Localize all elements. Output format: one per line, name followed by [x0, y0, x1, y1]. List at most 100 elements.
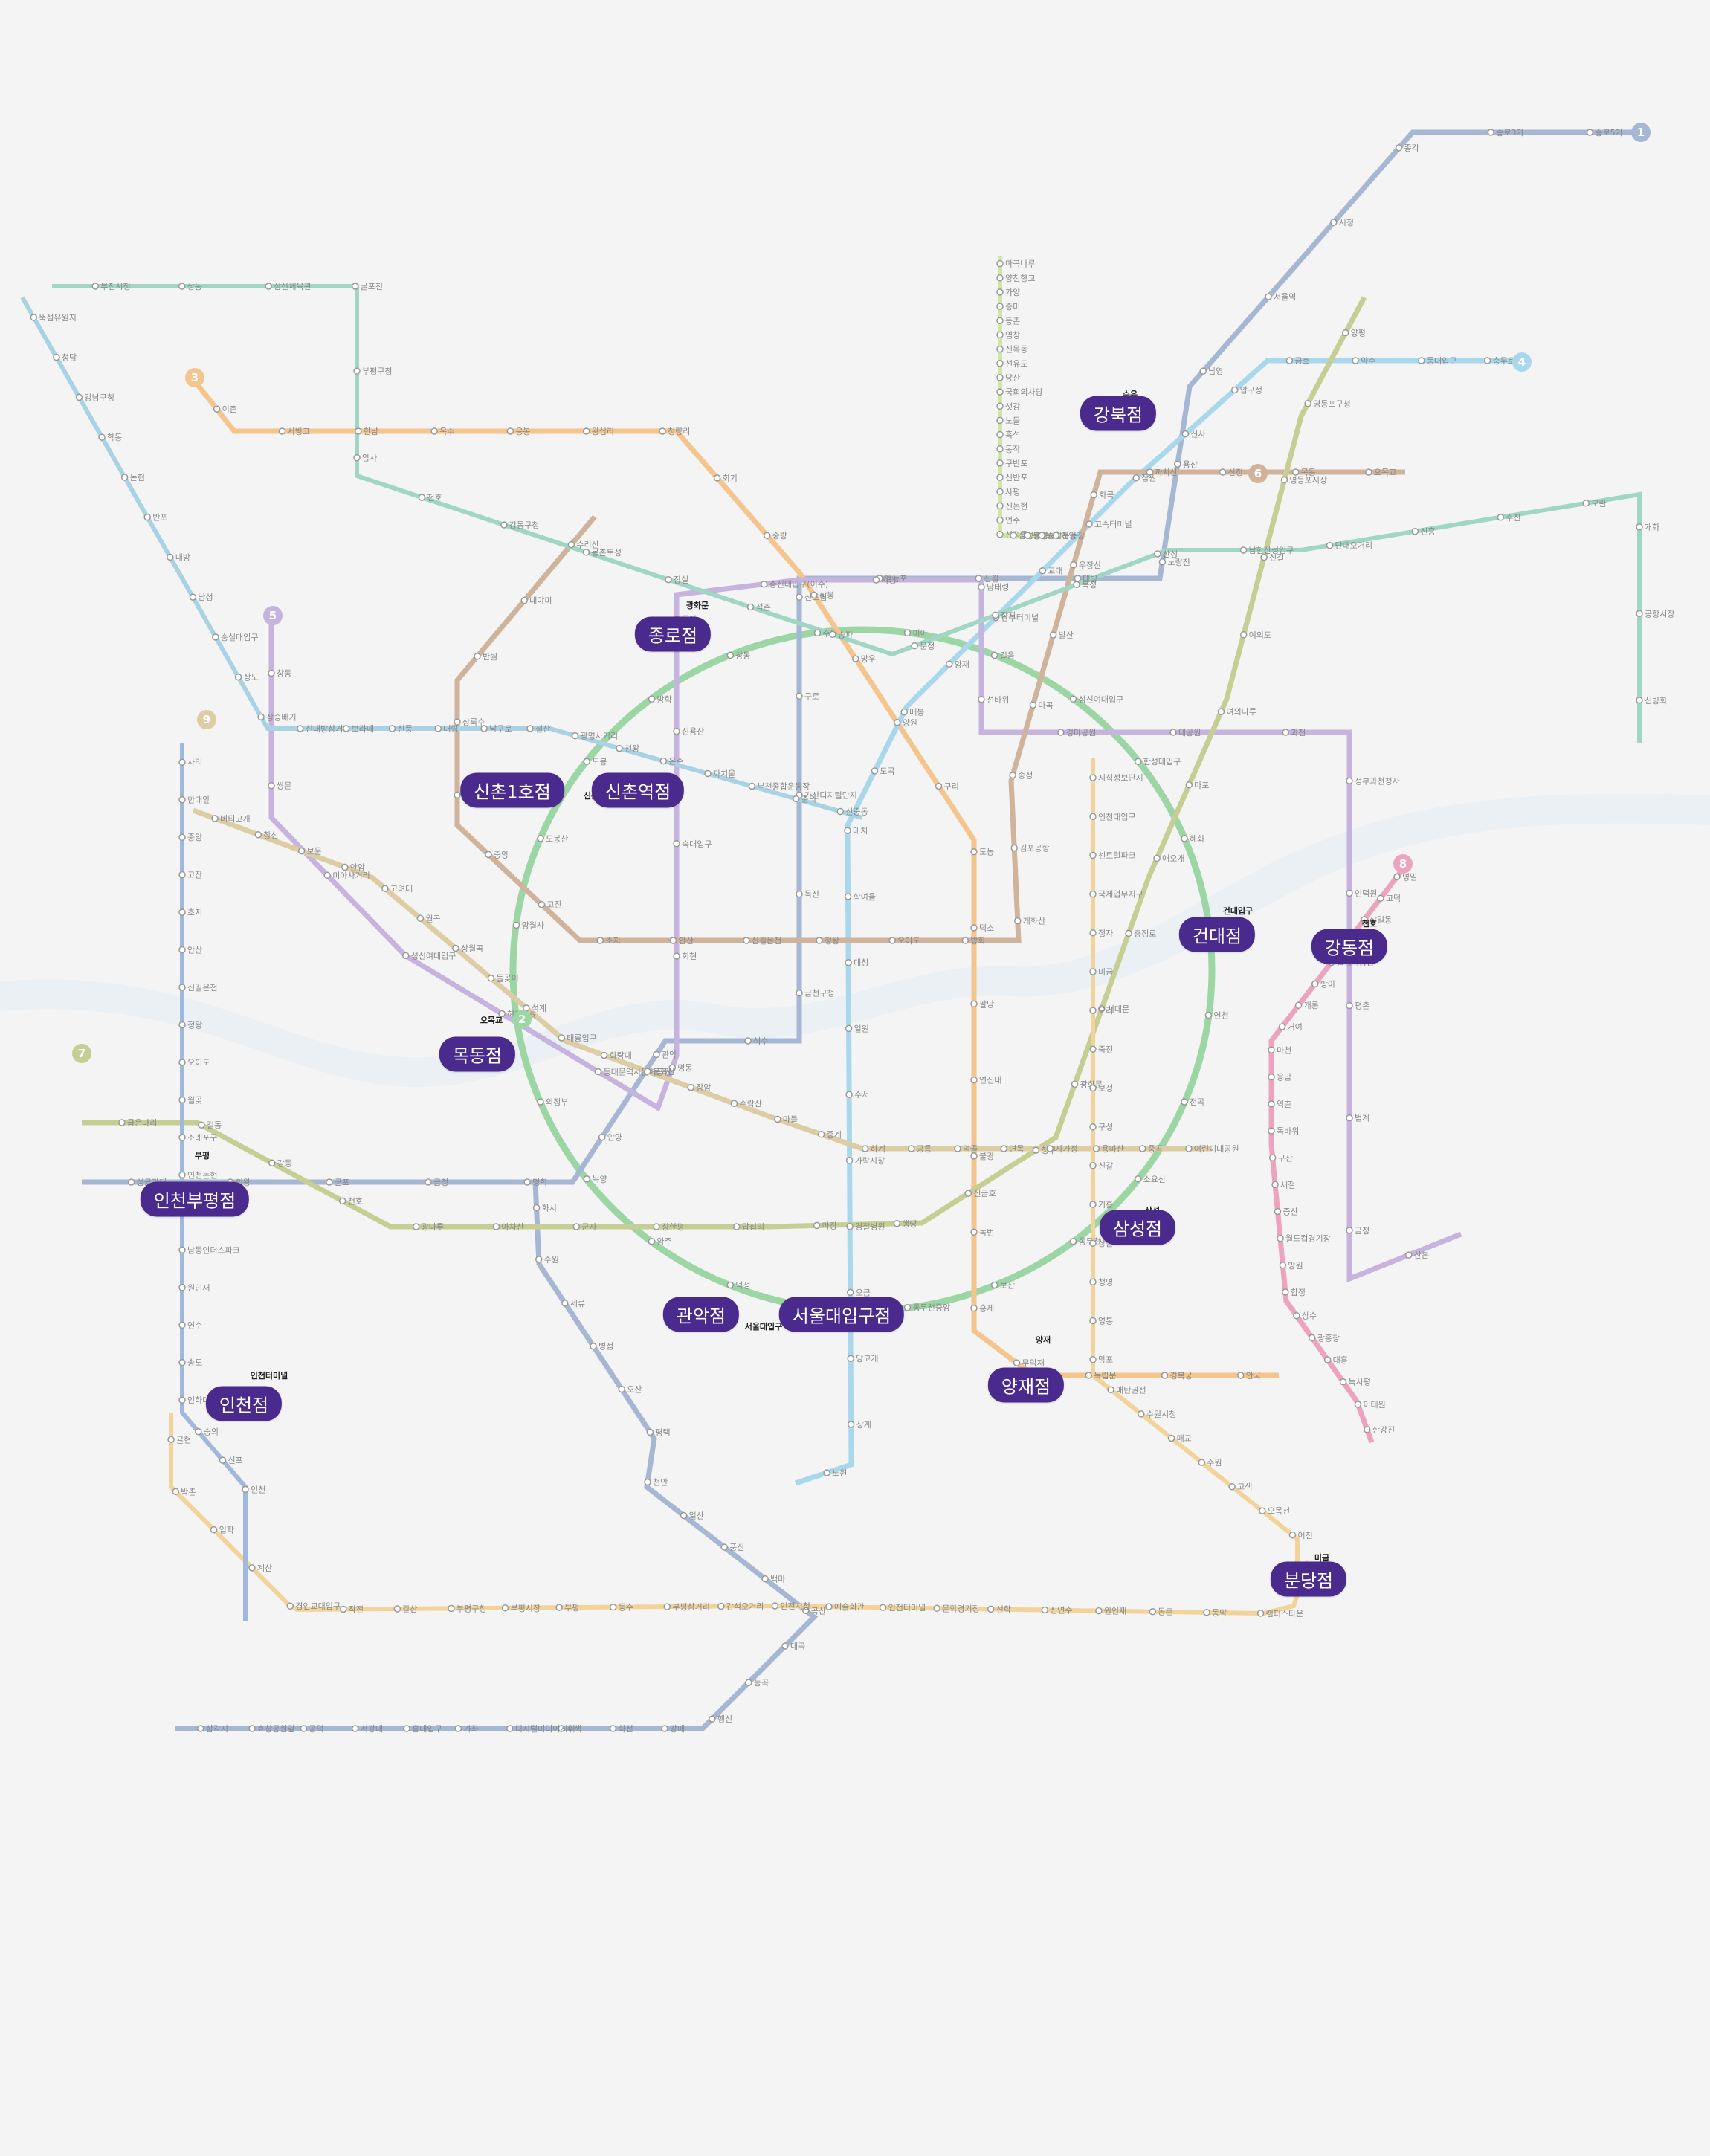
station-dot [506, 1725, 514, 1732]
station-dot [167, 1436, 175, 1444]
station-label: 서빙고 [288, 427, 310, 436]
station-label: 망포 [1098, 1355, 1113, 1365]
branch-gangdong[interactable]: 강동점 [1311, 929, 1388, 964]
station-dot [1636, 610, 1643, 618]
station-label: 구로 [804, 691, 819, 701]
station-dot [669, 937, 677, 944]
station-label: 송파 [838, 630, 853, 639]
station-label: 신길 [984, 574, 998, 584]
station-label: 대야미 [529, 596, 552, 606]
station-dot [1346, 1001, 1353, 1010]
station-dot [1636, 523, 1643, 531]
station-dot [648, 1237, 656, 1245]
station-dot [178, 946, 186, 954]
station-label: 안산 [679, 936, 694, 946]
station-dot [996, 445, 1004, 453]
station-dot [211, 815, 219, 822]
station-dot [234, 673, 242, 681]
station-dot [485, 851, 492, 859]
station-label: 안산 [187, 946, 202, 955]
station-dot [1134, 1175, 1142, 1183]
station-label: 군자 [581, 1222, 596, 1232]
station-dot [1085, 520, 1093, 528]
station-label: 금호 [1294, 356, 1309, 366]
branch-samseong[interactable]: 삼성점 [1099, 1210, 1176, 1245]
station-label: 오산 [627, 1385, 642, 1395]
station-dot [1279, 1262, 1287, 1269]
station-dot [178, 908, 186, 916]
branch-jongno[interactable]: 종로점 [634, 616, 712, 652]
station-dot [418, 494, 426, 501]
station-label: 장암 [696, 1083, 711, 1093]
station-label: 가락시장 [855, 1156, 885, 1166]
station-dot [1089, 1084, 1097, 1092]
station-dot [796, 692, 803, 700]
station-label: 홍대입구 [412, 1723, 442, 1734]
station-dot [793, 795, 800, 803]
station-label: 과천 [1291, 727, 1306, 738]
station-dot [846, 1222, 854, 1230]
station-label: 역촌 [1277, 1100, 1291, 1109]
station-dot [978, 583, 985, 591]
station-label: 디지털미디어시티 [515, 1724, 575, 1734]
branch-sinchon-station[interactable]: 신촌역점 [591, 772, 685, 808]
station-dot [254, 831, 262, 839]
station-label: 선학 [996, 1604, 1011, 1614]
station-dot [713, 474, 721, 482]
branch-incheon-bupyeong[interactable]: 인천부평점 [140, 1181, 250, 1217]
station-label: 굽은다리 [127, 1118, 157, 1128]
station-dot [978, 696, 985, 703]
suin-line [169, 1413, 1311, 1616]
station-dot [178, 1171, 186, 1179]
station-label: 부평 [564, 1603, 579, 1613]
station-dot [673, 952, 680, 960]
branch-bundang[interactable]: 분당점 [1270, 1561, 1347, 1597]
station-dot [996, 288, 1004, 296]
branch-yangjae[interactable]: 양재점 [987, 1367, 1065, 1403]
station-dot [1014, 917, 1022, 925]
station-label: 서대문 [1107, 1004, 1129, 1014]
station-label: 쌍문 [277, 781, 291, 791]
station-label: 양천향교 [1005, 273, 1035, 283]
branch-incheon[interactable]: 인천점 [205, 1386, 283, 1421]
station-label: 오리 [1098, 1006, 1113, 1016]
branch-mokdong[interactable]: 목동점 [439, 1036, 516, 1072]
station-label: 인천대입구 [1098, 811, 1136, 822]
station-label: 발산 [1059, 630, 1074, 640]
station-dot [340, 1605, 347, 1613]
station-dot [1586, 129, 1594, 136]
station-dot [596, 937, 604, 944]
station-label: 마장 [822, 1221, 837, 1230]
station-label: 응봉 [515, 427, 530, 436]
station-dot [178, 1358, 186, 1366]
branch-snu-station[interactable]: 서울대입구점 [778, 1297, 905, 1332]
station-label: 남성 [198, 593, 213, 602]
station-label: 센트럴파크 [1098, 851, 1136, 860]
station-dot [561, 1300, 569, 1307]
station-dot [178, 283, 186, 290]
station-dot [1089, 929, 1097, 937]
station-label: 망월사 [522, 921, 544, 931]
station-dot [687, 1083, 694, 1091]
station-label: 충무로 [1493, 356, 1515, 366]
station-dot [888, 937, 896, 944]
station-dot [644, 1478, 651, 1486]
station-label: 인천터미널 [888, 1602, 926, 1613]
station-dot [1582, 500, 1590, 507]
station-dot [210, 1526, 218, 1534]
station-dot [558, 1725, 565, 1732]
station-dot [1260, 553, 1268, 561]
branch-gwanak[interactable]: 관악점 [662, 1297, 740, 1332]
station-dot [1228, 1482, 1236, 1491]
station-dot [248, 1564, 256, 1572]
station-label: 남동인더스파크 [187, 1245, 240, 1255]
station-label: 등촌 [1005, 316, 1020, 326]
branch-gangbuk[interactable]: 강북점 [1080, 396, 1157, 431]
branch-sinchon-1[interactable]: 신촌1호점 [460, 772, 564, 808]
station-dot [852, 655, 859, 662]
station-label: 가좌 [464, 1724, 479, 1734]
station-dot [1039, 567, 1047, 575]
station-label: 선유도 [1005, 359, 1027, 369]
branch-kondae[interactable]: 건대점 [1178, 917, 1256, 952]
station-label: 방학 [657, 694, 672, 704]
